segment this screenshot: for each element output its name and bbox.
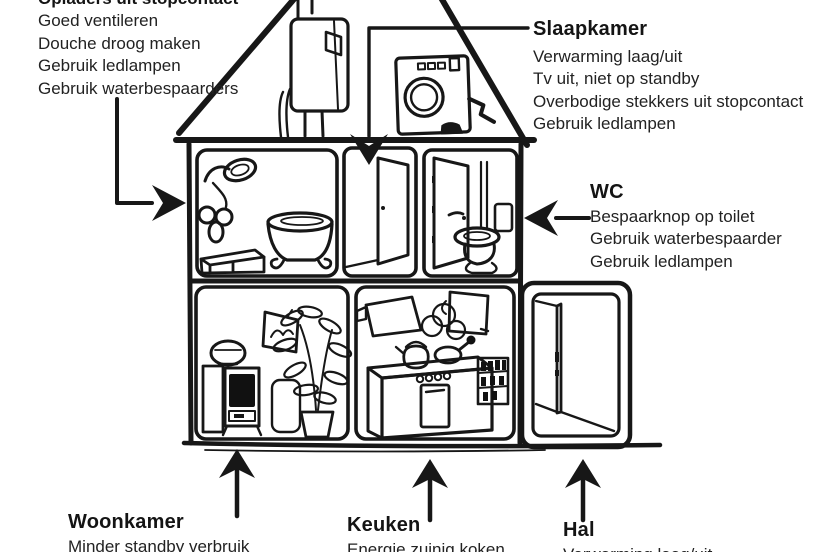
label-keuken: Keuken Energie zuinig koken <box>347 511 505 552</box>
tip-badkamer-3: Douche droog maken <box>38 33 201 53</box>
tip-badkamer-4: Gebruik ledlampen <box>38 56 181 76</box>
bathtub-icon <box>266 211 334 270</box>
hall-door-icon <box>534 299 616 433</box>
room-hal <box>519 280 633 450</box>
tip-slaapkamer-2: Tv uit, niet op standby <box>533 69 700 89</box>
arrow-keuken <box>412 459 448 523</box>
roof <box>176 0 530 148</box>
wc-door-icon <box>432 156 470 270</box>
bedroom-door-icon <box>344 156 410 269</box>
cabinet-icon <box>201 364 225 434</box>
arrow-woonkamer <box>219 449 255 519</box>
label-wc: WC Bespaarknop op toilet Gebruik waterbe… <box>590 178 782 273</box>
room-title-woonkamer: Woonkamer <box>68 511 184 533</box>
tip-badkamer-2: Goed ventileren <box>38 11 159 31</box>
tip-slaapkamer-3: Overbodige stekkers uit stopcontact <box>533 91 804 111</box>
chimney-icon <box>296 0 314 20</box>
arrow-wc <box>524 200 591 236</box>
room-title-hal: Hal <box>563 519 595 541</box>
ground-line <box>181 440 663 453</box>
shower-icon <box>197 157 258 244</box>
kettle-icon <box>394 340 430 370</box>
kitchen-shelf-icon <box>476 356 510 406</box>
room-title-wc: WC <box>590 181 624 203</box>
room-badkamer <box>195 148 339 278</box>
washing-machine-icon <box>394 54 496 136</box>
tip-wc-3: Gebruik ledlampen <box>590 251 733 271</box>
tip-badkamer-5: Gebruik waterbespaarders <box>38 78 239 98</box>
tip-badkamer-1: Opladers uit stopcontact <box>38 0 238 10</box>
fishbowl-icon <box>209 339 247 367</box>
label-woonkamer: Woonkamer Minder standby verbruik <box>68 508 249 552</box>
room-keuken <box>354 285 516 441</box>
houseplant-icon <box>270 305 353 439</box>
tip-keuken-1: Energie zuinig koken <box>347 540 505 552</box>
wall-cabinet-icon <box>447 290 490 336</box>
tip-slaapkamer-1: Verwarming laag/uit <box>533 47 683 66</box>
extractor-hood-icon <box>355 295 423 338</box>
tip-slaapkamer-4: Gebruik ledlampen <box>533 114 676 134</box>
tip-hal-1: Verwarming laag/uit <box>563 544 712 552</box>
steam-icon <box>420 300 467 341</box>
room-title-keuken: Keuken <box>347 514 421 536</box>
tip-wc-1: Bespaarknop op toilet <box>590 207 755 226</box>
room-woonkamer <box>194 285 350 441</box>
bath-mat-icon <box>199 248 266 275</box>
room-wc <box>422 148 519 278</box>
label-badkamer: Opladers uit stopcontact Goed ventileren… <box>38 0 238 100</box>
boiler-icon <box>278 17 350 139</box>
arrow-hal <box>565 459 601 523</box>
room-title-slaapkamer: Slaapkamer <box>533 18 648 40</box>
tip-woonkamer-1: Minder standby verbruik <box>68 537 250 552</box>
toilet-icon <box>453 160 514 275</box>
arrow-badkamer <box>115 97 186 221</box>
cooking-pan-icon <box>433 335 476 365</box>
tv-icon <box>221 366 263 437</box>
room-slaapkamer <box>342 146 418 278</box>
tip-wc-2: Gebruik waterbespaarder <box>590 229 782 249</box>
stove-icon <box>366 355 494 440</box>
arrow-slaapkamer <box>350 26 530 165</box>
label-hal: Hal Verwarming laag/uit <box>563 516 712 552</box>
label-slaapkamer: Slaapkamer Verwarming laag/uit Tv uit, n… <box>533 12 803 136</box>
